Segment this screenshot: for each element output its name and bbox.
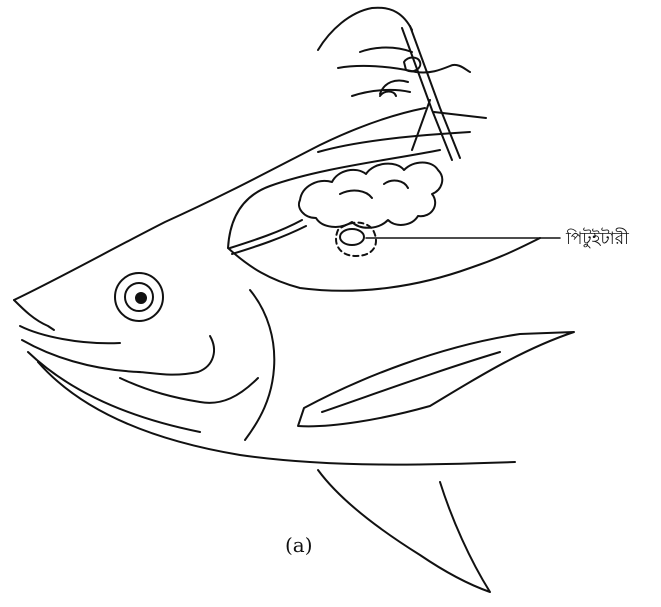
panel-label: (a) (285, 533, 313, 557)
fish-gill-edge (245, 290, 274, 440)
fish-head-outline (14, 108, 425, 300)
fish-mouth-upper (20, 326, 120, 343)
fish-mouth-lower (22, 340, 140, 372)
pituitary-gland (340, 229, 364, 245)
forceps (402, 26, 486, 160)
dissection-window (228, 150, 440, 248)
fish-cheek-line (138, 336, 214, 375)
pituitary-label: পিটুইটারী (566, 226, 629, 254)
pelvic-fin (318, 470, 490, 592)
fish-operculum (120, 378, 258, 403)
hand (318, 8, 470, 96)
fish-chin (38, 362, 515, 465)
fish-jaw (28, 352, 200, 432)
olfactory-tract (230, 220, 302, 248)
pituitary-dashed-outline (336, 223, 376, 256)
brain-detail (340, 181, 408, 198)
dissection-window-lower (228, 238, 540, 291)
fish-eye-pupil (136, 293, 146, 303)
pectoral-fin (298, 332, 574, 426)
olfactory-tract-2 (232, 226, 306, 254)
